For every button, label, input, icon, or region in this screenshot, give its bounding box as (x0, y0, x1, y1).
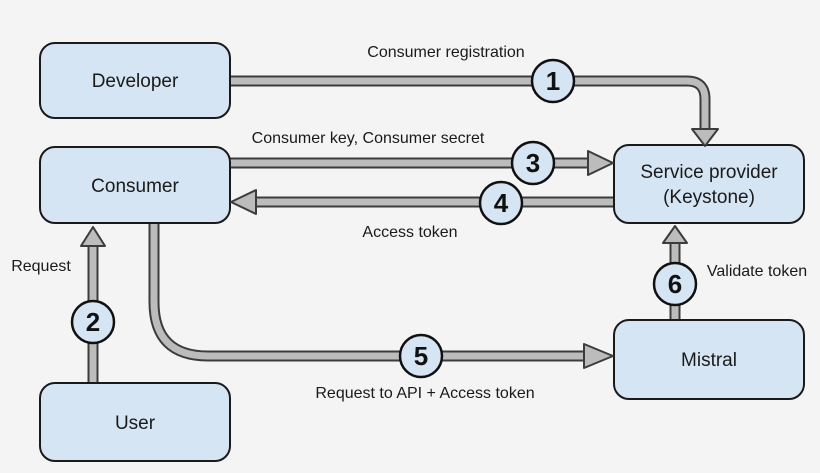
edge-request-to-api (148, 223, 585, 362)
edge-label-consumer-key-secret: Consumer key, Consumer secret (252, 130, 485, 147)
step-badge-5: 5 (398, 333, 444, 379)
edge-label-validate-token: Validate token (707, 263, 807, 280)
node-consumer-box (39, 146, 231, 224)
step-badge-1-circle (530, 58, 576, 104)
edge-5-shaft-fill (150, 223, 585, 360)
edge-label-request: Request (11, 258, 71, 275)
edge-label-access-token: Access token (362, 224, 457, 241)
node-service-provider-box (613, 144, 805, 224)
edge-1-shaft-fill (230, 77, 709, 130)
step-badge-1-number: 1 (546, 66, 560, 96)
arrowhead-2-up-icon (80, 226, 106, 247)
node-consumer-label: Consumer (91, 176, 179, 197)
edge-5-shaft (148, 223, 585, 362)
node-developer-box (39, 42, 231, 119)
step-badge-3: 3 (510, 140, 556, 186)
step-badge-4-number: 4 (494, 188, 509, 218)
node-mistral-label: Mistral (681, 350, 737, 371)
edge-consumer-registration (230, 75, 711, 130)
node-developer: Developer (39, 42, 231, 119)
arrowhead-6-up-icon (662, 225, 688, 244)
step-badge-2-circle (70, 299, 116, 345)
step-badge-1: 1 (530, 58, 576, 104)
step-badge-6-circle (652, 261, 698, 307)
edge-label-consumer-registration: Consumer registration (367, 44, 524, 61)
step-badge-4: 4 (478, 180, 524, 226)
edge-label-request-to-api: Request to API + Access token (315, 385, 534, 402)
arrowhead-1-down-icon (691, 128, 719, 147)
node-user-box (39, 382, 231, 462)
step-badge-2: 2 (70, 299, 116, 345)
step-badge-2-number: 2 (86, 307, 100, 337)
step-badge-3-circle (510, 140, 556, 186)
node-developer-label: Developer (92, 71, 179, 92)
step-badge-6-number: 6 (668, 269, 682, 299)
arrowhead-5-right-icon (583, 343, 614, 369)
step-badge-4-circle (478, 180, 524, 226)
step-badge-5-circle (398, 333, 444, 379)
node-service-provider-label-line1: Service provider (640, 162, 778, 183)
node-user: User (39, 382, 231, 462)
arrowhead-3-right-icon (587, 150, 614, 176)
node-mistral-box (613, 319, 805, 400)
edge-1-shaft (230, 75, 711, 130)
node-service-provider-label-line2: (Keystone) (663, 187, 755, 208)
node-mistral: Mistral (613, 319, 805, 400)
step-badge-6: 6 (652, 261, 698, 307)
step-badge-5-number: 5 (414, 341, 428, 371)
node-user-label: User (115, 413, 156, 434)
step-badge-3-number: 3 (526, 148, 540, 178)
node-service-provider: Service provider (Keystone) (613, 144, 805, 224)
arrowhead-4-left-icon (230, 189, 257, 215)
node-consumer: Consumer (39, 146, 231, 224)
